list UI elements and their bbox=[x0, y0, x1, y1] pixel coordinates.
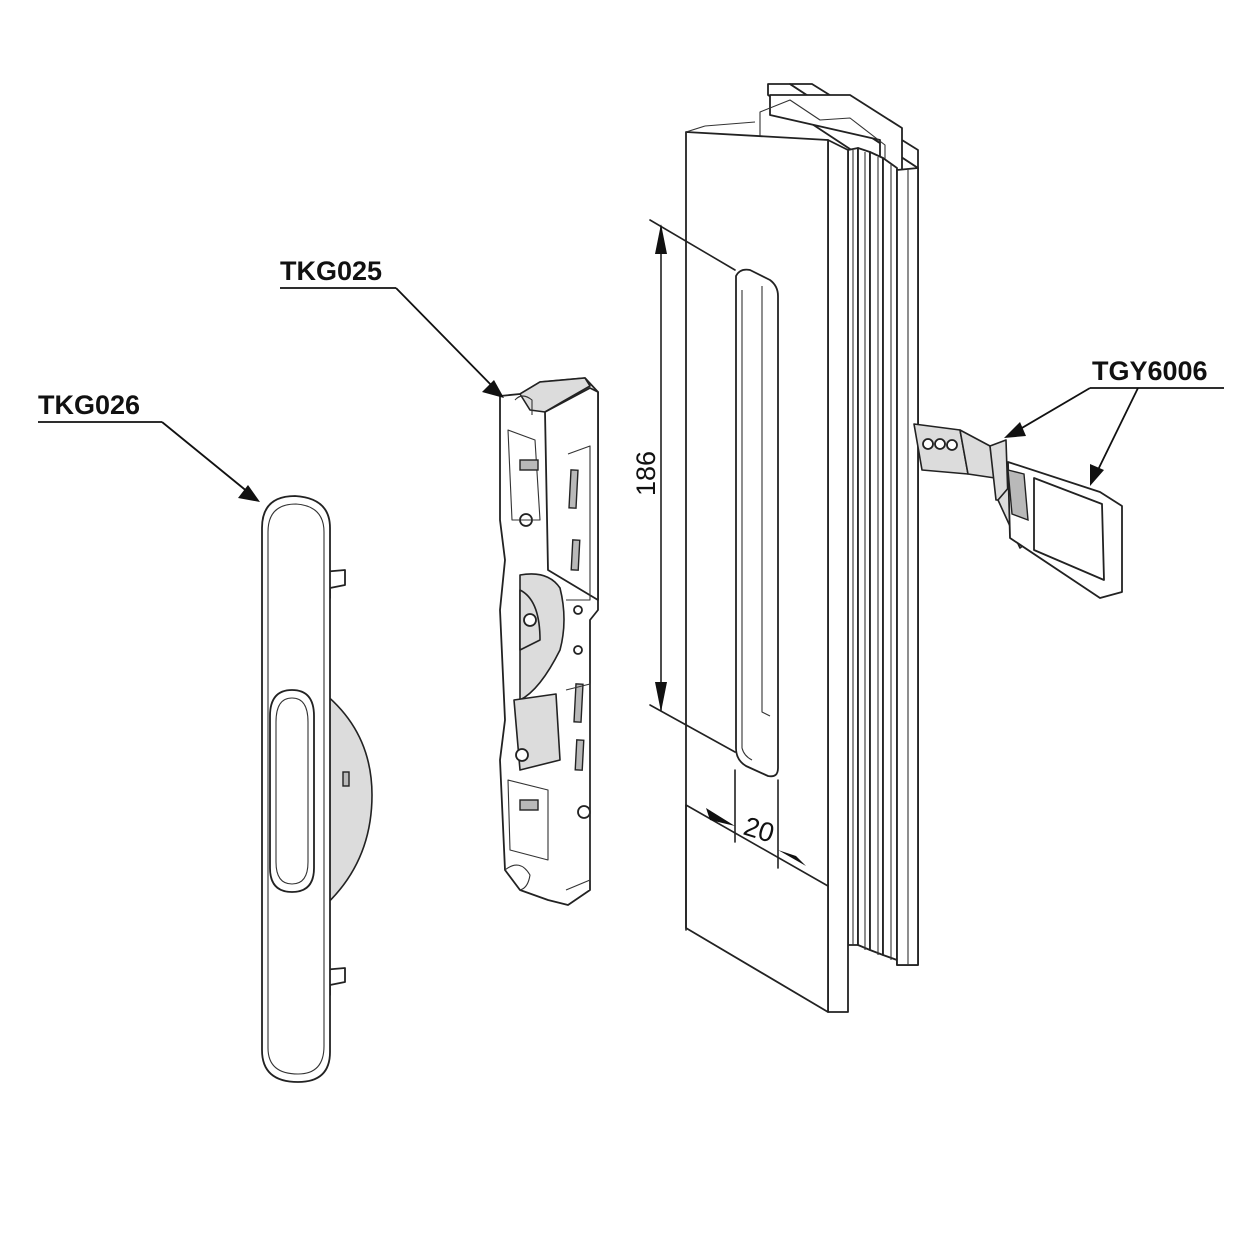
keeper-part bbox=[913, 423, 1123, 599]
part-label-tkg026: TKG026 bbox=[38, 390, 140, 420]
leader-lines bbox=[38, 287, 1224, 502]
part-label-tgy6006: TGY6006 bbox=[1092, 356, 1208, 386]
part-label-tkg025: TKG025 bbox=[280, 256, 382, 286]
frame-profile bbox=[649, 83, 919, 1013]
dimension-cutout-height: 186 bbox=[631, 451, 661, 496]
clip-part bbox=[261, 495, 373, 1083]
lock-body-part bbox=[499, 377, 599, 906]
